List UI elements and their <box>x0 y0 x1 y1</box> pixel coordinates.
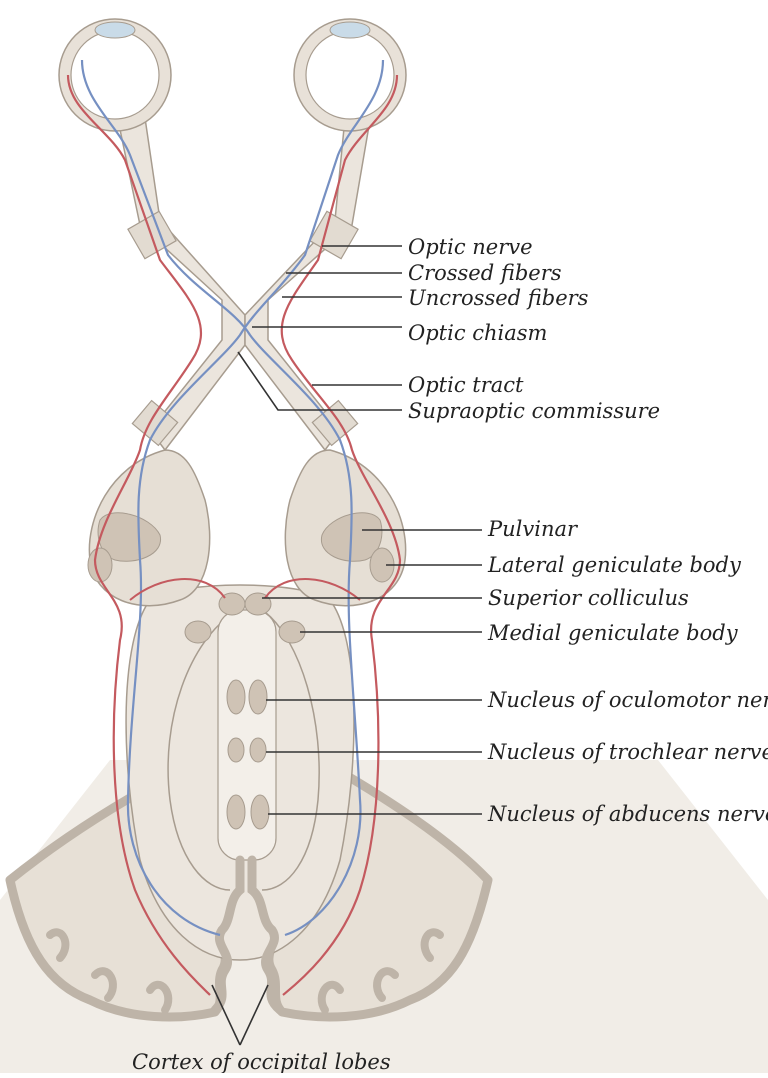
trochlear-nucleus-right <box>249 737 267 763</box>
label-nucleus-oculomotor: Nucleus of oculomotor nerve <box>487 688 768 712</box>
optic-nerve-left-body <box>117 117 246 451</box>
label-superior-colliculus: Superior colliculus <box>488 586 689 610</box>
pulvinar-left <box>97 512 161 562</box>
tegmentum-outline <box>167 611 320 891</box>
label-cortex-occipital: Cortex of occipital lobes <box>132 1050 391 1073</box>
central-gyri <box>210 855 285 1015</box>
label-supraoptic-commissure: Supraoptic commissure <box>408 399 660 423</box>
label-medial-geniculate-body: Medial geniculate body <box>487 621 739 645</box>
medial-geniculate-left <box>184 620 212 644</box>
label-nucleus-abducens: Nucleus of abducens nerve <box>487 802 768 826</box>
oculomotor-nucleus-right <box>248 679 268 715</box>
abducens-nucleus-left <box>226 794 246 830</box>
label-optic-nerve: Optic nerve <box>408 235 533 259</box>
label-optic-tract: Optic tract <box>408 373 524 397</box>
leader-lines <box>211 245 482 1046</box>
optic-nerve-right-body <box>244 117 371 451</box>
trochlear-nucleus-left <box>227 737 245 763</box>
fibers-right-eye <box>126 59 402 996</box>
label-nucleus-trochlear: Nucleus of trochlear nerve <box>487 740 768 764</box>
label-lateral-geniculate-body: Lateral geniculate body <box>487 553 742 577</box>
lateral-geniculate-left <box>87 547 113 583</box>
collicular-branches <box>129 578 361 601</box>
oculomotor-nucleus-left <box>226 679 246 715</box>
abducens-nucleus-right <box>250 794 270 830</box>
tract-sheath-right <box>311 399 359 447</box>
fibers-left-eye <box>66 59 362 996</box>
eye-left <box>58 18 172 132</box>
label-crossed-fibers: Crossed fibers <box>408 261 562 285</box>
label-optic-chiasm: Optic chiasm <box>408 321 547 345</box>
cortex-sulci <box>46 928 444 1014</box>
label-pulvinar: Pulvinar <box>487 517 579 541</box>
eye-right <box>293 18 407 132</box>
label-uncrossed-fibers: Uncrossed fibers <box>408 286 589 310</box>
